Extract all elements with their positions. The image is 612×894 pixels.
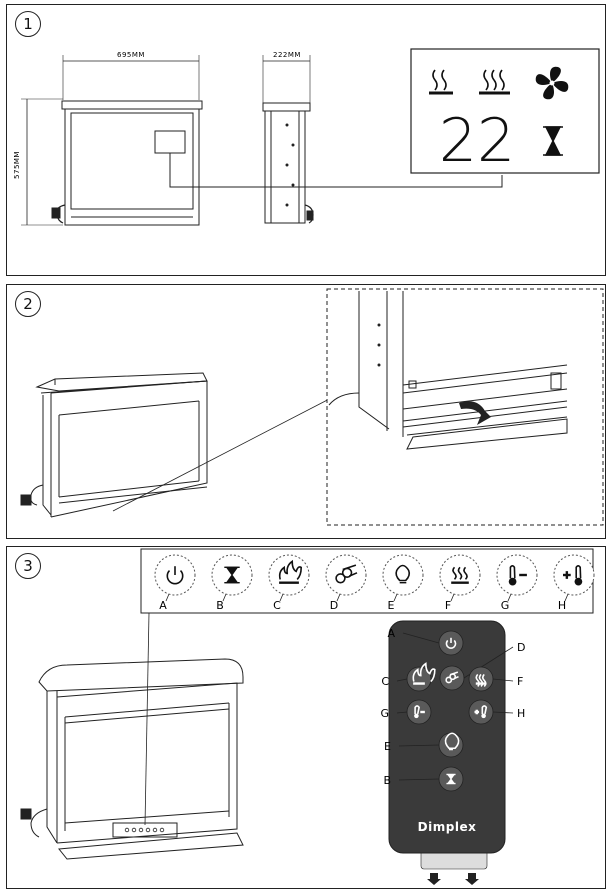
control-panel-dots — [124, 827, 165, 833]
detail-frame — [326, 288, 604, 526]
power-icon — [445, 637, 457, 649]
button-letter: B — [216, 599, 224, 612]
fireplace-with-controls — [20, 658, 244, 860]
bottom-panel-drawing — [20, 288, 604, 526]
button-letter: E — [388, 599, 395, 612]
step-1-panel: 1 695MM 575MM 222MM — [6, 4, 606, 276]
button-h-legend: H — [553, 554, 595, 612]
step-number-3: 3 — [15, 553, 41, 579]
control-display: 22 — [410, 48, 600, 176]
remote-label: B — [383, 774, 391, 787]
fireplace-front-view — [51, 100, 203, 226]
arrow-icon — [459, 401, 491, 425]
temperature-up-icon — [474, 705, 488, 719]
button-d-legend: D — [325, 554, 367, 612]
logs-icon — [445, 671, 459, 684]
remote-button-g[interactable]: G — [380, 699, 432, 725]
temperature-up-icon — [563, 565, 583, 586]
button-letter: C — [273, 599, 281, 612]
remote-brand: Dimplex — [418, 820, 477, 834]
button-letter: G — [501, 599, 510, 612]
flame-icon — [412, 662, 436, 685]
fireplace-side-view — [262, 102, 314, 224]
height-dimension: 575MM — [13, 151, 21, 179]
remote-label: E — [384, 740, 391, 753]
heat-high-icon — [479, 69, 510, 95]
button-e-legend: E — [382, 554, 424, 612]
logs-icon — [335, 564, 358, 584]
step-number-2: 2 — [15, 291, 41, 317]
temperature-down-icon — [414, 705, 425, 719]
remote-button-f[interactable]: F — [468, 666, 523, 692]
temperature-display: 22 — [439, 106, 515, 176]
heater-icon — [451, 566, 469, 584]
remote-button-a[interactable]: A — [387, 627, 464, 656]
step-2-panel: 2 — [6, 284, 606, 539]
button-letter: H — [558, 599, 566, 612]
timer-icon — [446, 773, 456, 785]
temperature-down-icon — [508, 565, 527, 586]
heater-icon — [475, 673, 487, 688]
remote-label: D — [517, 641, 525, 654]
button-f-legend: F — [439, 554, 481, 612]
flame-icon — [278, 559, 303, 584]
remote-label: C — [381, 675, 389, 688]
remote-button-e[interactable]: E — [384, 732, 464, 758]
bulb-icon — [444, 732, 460, 751]
timer-icon — [543, 126, 563, 156]
step-number-1: 1 — [15, 11, 41, 37]
power-icon — [166, 566, 184, 585]
bulb-icon — [395, 564, 411, 584]
remote-label: A — [387, 627, 395, 640]
remote-label: G — [380, 707, 389, 720]
depth-dimension: 222MM — [273, 51, 301, 59]
ir-arrows — [427, 873, 479, 885]
button-b-legend: B — [211, 554, 253, 612]
timer-icon — [224, 566, 240, 584]
button-a-legend: A — [154, 554, 196, 612]
button-letter: D — [330, 599, 338, 612]
width-dimension: 695MM — [117, 51, 145, 59]
remote-label: H — [517, 707, 525, 720]
button-letter: F — [445, 599, 451, 612]
remote-label: F — [517, 675, 523, 688]
button-letter: A — [159, 599, 167, 612]
dimension-drawing: 695MM 575MM 222MM — [13, 48, 600, 226]
controls-drawing: A B C D E F G H Dimplex A D C F G H E — [20, 548, 595, 885]
remote-button-b[interactable]: B — [383, 766, 464, 792]
fan-icon — [535, 66, 569, 100]
button-c-legend: C — [268, 554, 310, 612]
remote-button-d[interactable]: D — [439, 641, 525, 691]
remote-button-h[interactable]: H — [468, 699, 525, 725]
remote-button-c[interactable]: C — [381, 662, 436, 692]
heat-low-icon — [429, 69, 453, 95]
fireplace-perspective — [20, 372, 208, 518]
button-g-legend: G — [496, 554, 538, 612]
